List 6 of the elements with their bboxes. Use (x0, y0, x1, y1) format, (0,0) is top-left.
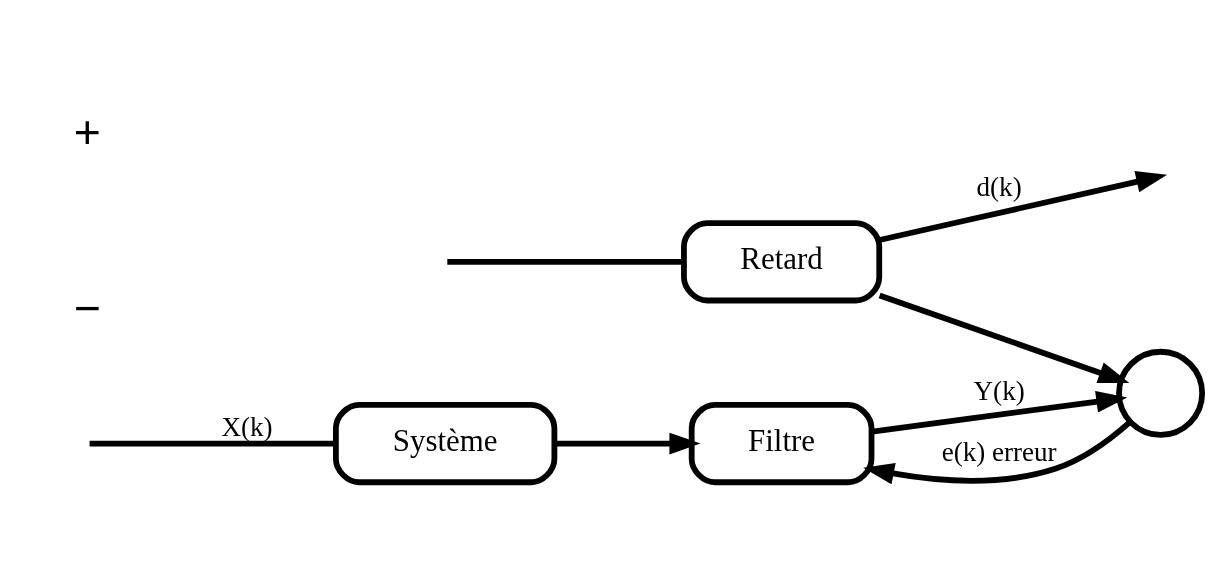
label: + (73, 105, 101, 158)
edge-label: X(k) (221, 411, 273, 442)
label: − (73, 281, 101, 334)
edge-label: Y(k) (973, 375, 1025, 406)
edge-label: d(k) (976, 171, 1022, 202)
edge-label: e(k) erreur (941, 436, 1057, 467)
